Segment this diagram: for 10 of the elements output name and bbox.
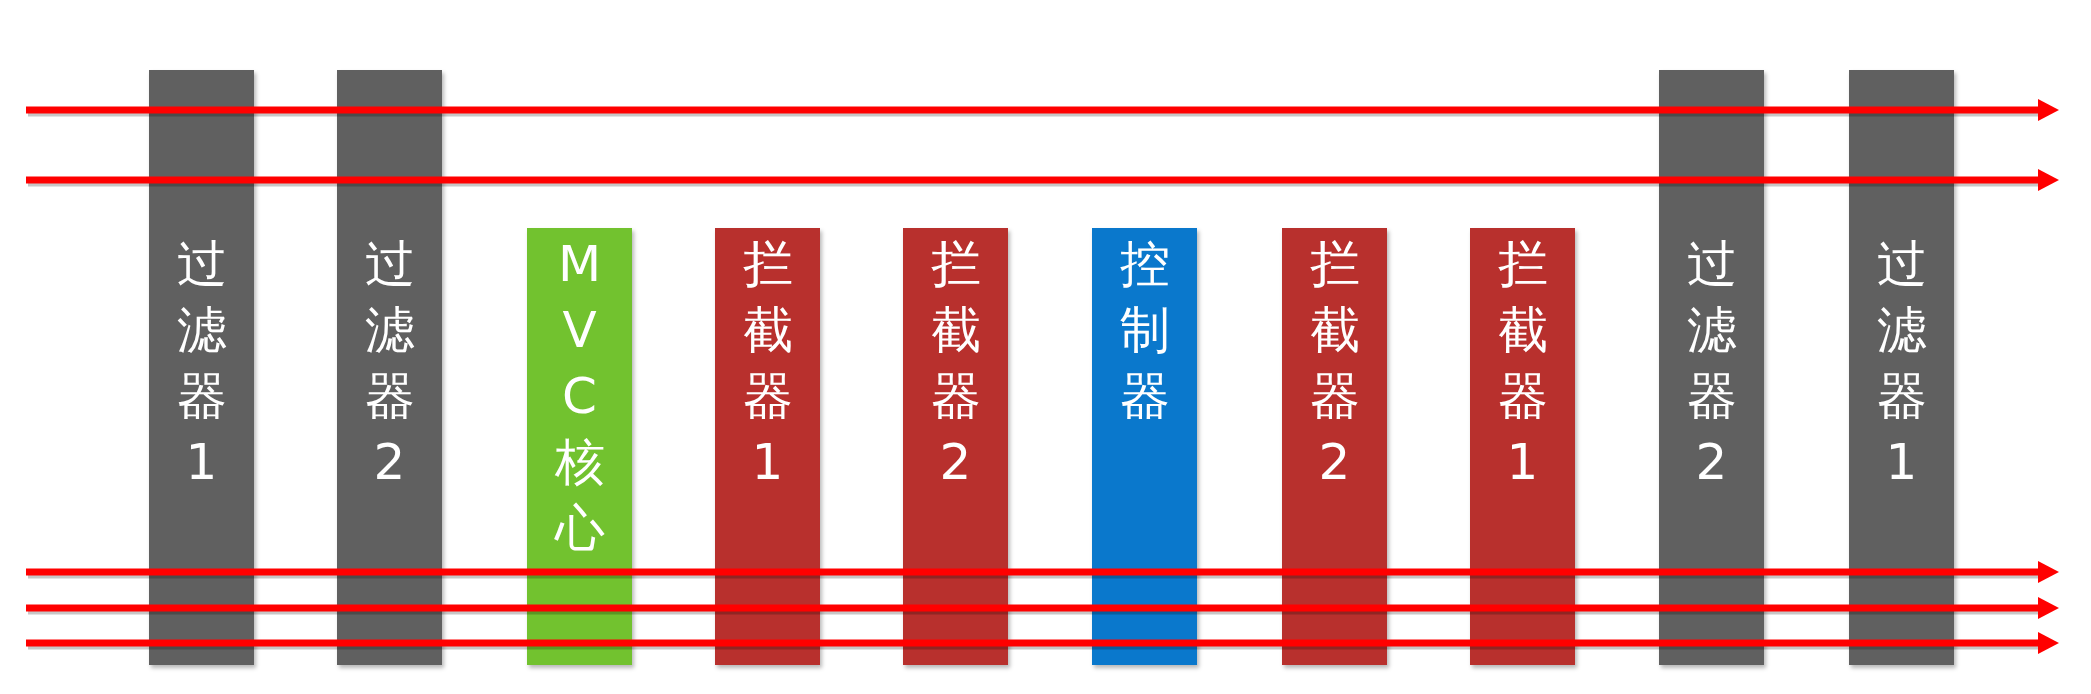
controller-bar: 控制器	[1092, 228, 1197, 665]
filter-bar: 过滤器1	[149, 70, 254, 665]
interceptor-bar: 拦截器2	[903, 228, 1008, 665]
interceptor-bar: 拦截器1	[715, 228, 820, 665]
core-bar: MVC核心	[527, 228, 632, 665]
filter-bar: 过滤器2	[337, 70, 442, 665]
filter-bar: 过滤器1	[1849, 70, 1954, 665]
filter-bar: 过滤器2	[1659, 70, 1764, 665]
interceptor-bar: 拦截器1	[1470, 228, 1575, 665]
interceptor-bar: 拦截器2	[1282, 228, 1387, 665]
